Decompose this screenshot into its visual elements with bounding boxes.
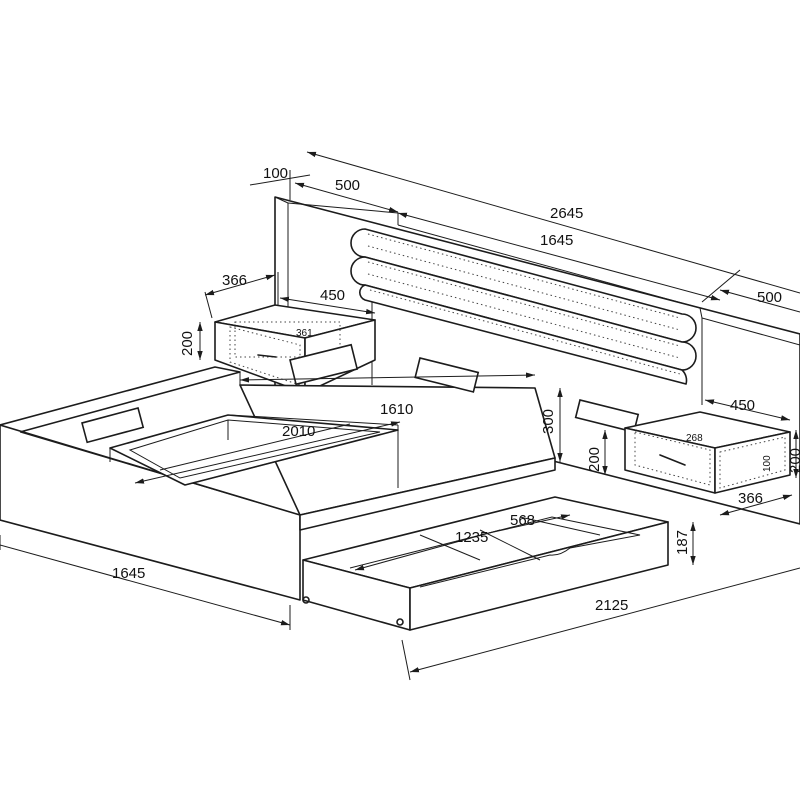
dim-500-top-right: 500 xyxy=(757,289,782,306)
dim-568-drawer: 568 xyxy=(510,512,535,529)
dim-100-top: 100 xyxy=(263,165,288,182)
dim-2645-total: 2645 xyxy=(550,205,583,222)
dim-450-left-nightstand: 450 xyxy=(320,287,345,304)
dim-1235-drawer: 1235 xyxy=(455,529,488,546)
dim-361-left-drawer: 361 xyxy=(296,328,313,339)
dim-2010-inner: 2010 xyxy=(282,423,315,440)
dim-187-drawer-height: 187 xyxy=(674,530,691,555)
dimension-labels: 100 500 2645 1645 500 366 450 200 361 16… xyxy=(112,165,800,614)
dim-200-left-nightstand: 200 xyxy=(179,331,196,356)
dim-200-right-edge: 200 xyxy=(787,448,800,473)
dim-100-right-drawer: 100 xyxy=(762,455,773,472)
dim-200-right-nightstand: 200 xyxy=(586,447,603,472)
dim-366-right-nightstand: 366 xyxy=(738,490,763,507)
dim-1610-inner: 1610 xyxy=(380,401,413,418)
dim-2125-bed-length: 2125 xyxy=(595,597,628,614)
dim-1645-bed-width: 1645 xyxy=(112,565,145,582)
underbed-drawer xyxy=(302,496,669,631)
dim-450-right-nightstand: 450 xyxy=(730,397,755,414)
right-nightstand xyxy=(624,411,791,494)
dim-366-left-nightstand: 366 xyxy=(222,272,247,289)
dim-500-top-left: 500 xyxy=(335,177,360,194)
dimension-lines xyxy=(0,151,800,681)
dim-268-right-drawer: 268 xyxy=(686,433,703,444)
dim-300-footboard: 300 xyxy=(540,409,557,434)
dim-1645-headboard: 1645 xyxy=(540,232,573,249)
